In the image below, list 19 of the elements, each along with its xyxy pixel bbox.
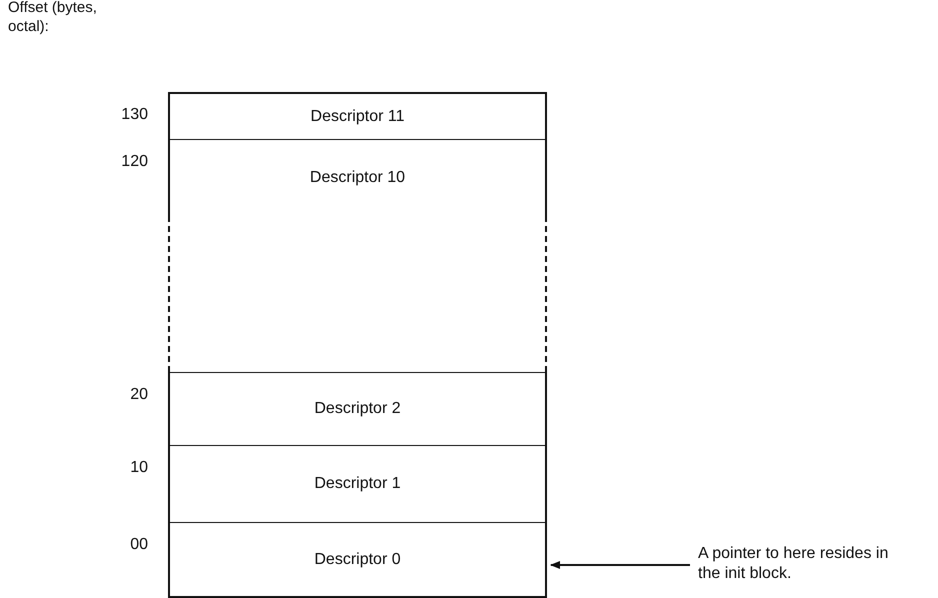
memory-row	[168, 445, 547, 522]
row-label: Descriptor 0	[314, 550, 401, 568]
offset-label: 20	[130, 386, 148, 404]
row-label: Descriptor 11	[310, 108, 404, 126]
memory-row	[168, 92, 547, 139]
row-label: Descriptor 10	[310, 169, 406, 187]
memory-row	[168, 139, 547, 216]
offset-label: 130	[121, 106, 148, 124]
memory-row	[168, 522, 547, 598]
note-text: A pointer to here resides in the init block.	[698, 544, 913, 584]
axis-heading: Offset (bytes, octal):	[8, 0, 98, 36]
arrow	[550, 561, 690, 569]
offset-label: 120	[121, 153, 148, 171]
row-label: Descriptor 2	[314, 400, 401, 418]
memory-row	[168, 372, 547, 445]
row-label: Descriptor 1	[314, 475, 401, 493]
offset-label: 00	[130, 536, 148, 554]
gap-segment	[168, 216, 547, 372]
offset-label: 10	[130, 459, 148, 477]
